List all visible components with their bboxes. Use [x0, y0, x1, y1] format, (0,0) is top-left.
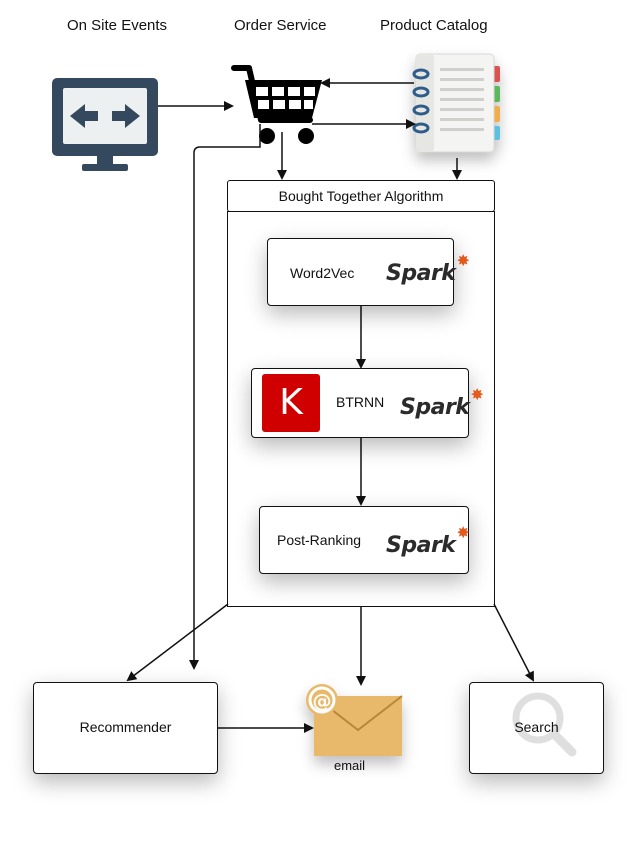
- email-envelope-icon: @: [306, 684, 403, 756]
- search-label: Search: [514, 719, 559, 735]
- arrow-algorithm-to-recommender: [126, 603, 229, 682]
- word2vec-box: Word2Vec Spark✸: [267, 238, 470, 306]
- monitor-icon: [52, 78, 158, 171]
- keras-logo-letter: K: [279, 382, 303, 423]
- word2vec-label: Word2Vec: [290, 265, 355, 281]
- magnifier-icon: [512, 692, 577, 757]
- recommender-label: Recommender: [79, 719, 172, 735]
- recommender-box: Recommender: [33, 682, 218, 774]
- header-order-service: Order Service: [234, 17, 327, 34]
- spark-logo: Spark✸: [386, 523, 470, 558]
- arrow-algorithm-to-search: [493, 603, 534, 682]
- spark-logo: Spark✸: [386, 251, 470, 286]
- btrnn-box: K BTRNN Spark✸: [251, 368, 484, 438]
- header-product-catalog: Product Catalog: [380, 17, 488, 34]
- header-on-site-events: On Site Events: [67, 17, 168, 34]
- post-ranking-label: Post-Ranking: [277, 532, 362, 548]
- algorithm-title-box: Bought Together Algorithm: [227, 180, 495, 212]
- algorithm-title: Bought Together Algorithm: [278, 188, 444, 204]
- shopping-cart-icon: [231, 65, 322, 144]
- spark-star-icon: ✸: [470, 385, 484, 404]
- keras-logo: K: [262, 374, 320, 432]
- spark-star-icon: ✸: [456, 251, 470, 270]
- email-label: email: [334, 758, 366, 773]
- catalog-binder-icon: [412, 53, 500, 153]
- spark-star-icon: ✸: [456, 523, 470, 542]
- svg-text:@: @: [313, 690, 332, 712]
- post-ranking-box: Post-Ranking Spark✸: [259, 506, 470, 574]
- search-box: Search: [469, 682, 604, 774]
- arrow-order-to-recommender: [189, 124, 261, 670]
- btrnn-label: BTRNN: [336, 394, 385, 410]
- spark-logo: Spark✸: [400, 385, 484, 420]
